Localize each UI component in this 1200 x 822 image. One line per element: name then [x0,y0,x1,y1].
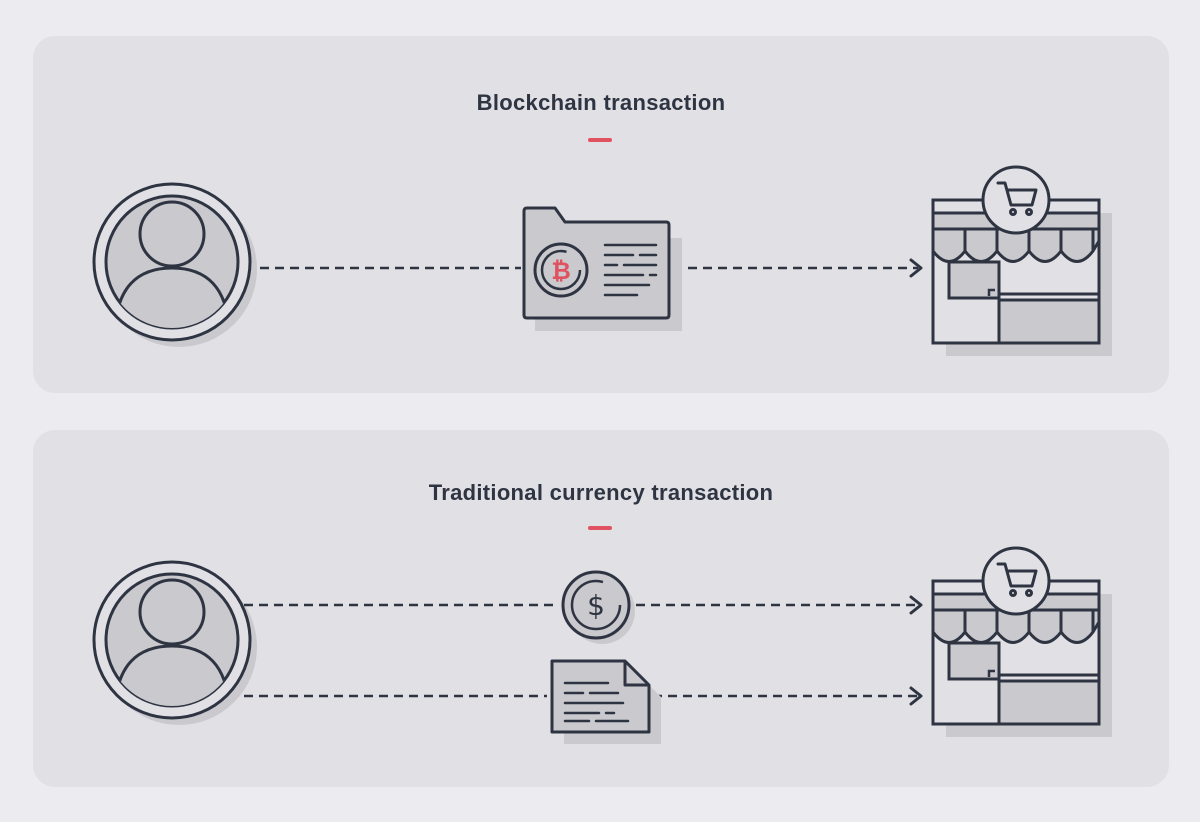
blockchain-transaction-panel: Blockchain transaction ₿ [33,36,1169,393]
traditional-diagram: $ [92,546,1112,744]
paper-document-icon [550,659,661,744]
dollar-symbol: $ [587,589,605,622]
person-icon [92,182,257,347]
panel-title: Traditional currency transaction [428,480,774,505]
panel-title: Blockchain transaction [476,90,726,115]
bitcoin-card-icon: ₿ [522,206,682,331]
store-icon [931,546,1112,737]
arrow-head-icon [909,686,923,706]
person-icon [92,560,257,725]
arrow-head-icon [909,258,923,278]
store-icon [931,165,1112,356]
shopping-cart-icon [996,562,1038,597]
bitcoin-symbol: ₿ [551,257,571,285]
traditional-transaction-panel: Traditional currency transaction $ [33,430,1169,787]
title-accent-bar [588,138,612,142]
dollar-coin-icon: $ [561,570,635,644]
blockchain-diagram: ₿ [92,165,1112,356]
shopping-cart-icon [996,181,1038,216]
title-accent-bar [588,526,612,530]
arrow-head-icon [909,595,923,615]
